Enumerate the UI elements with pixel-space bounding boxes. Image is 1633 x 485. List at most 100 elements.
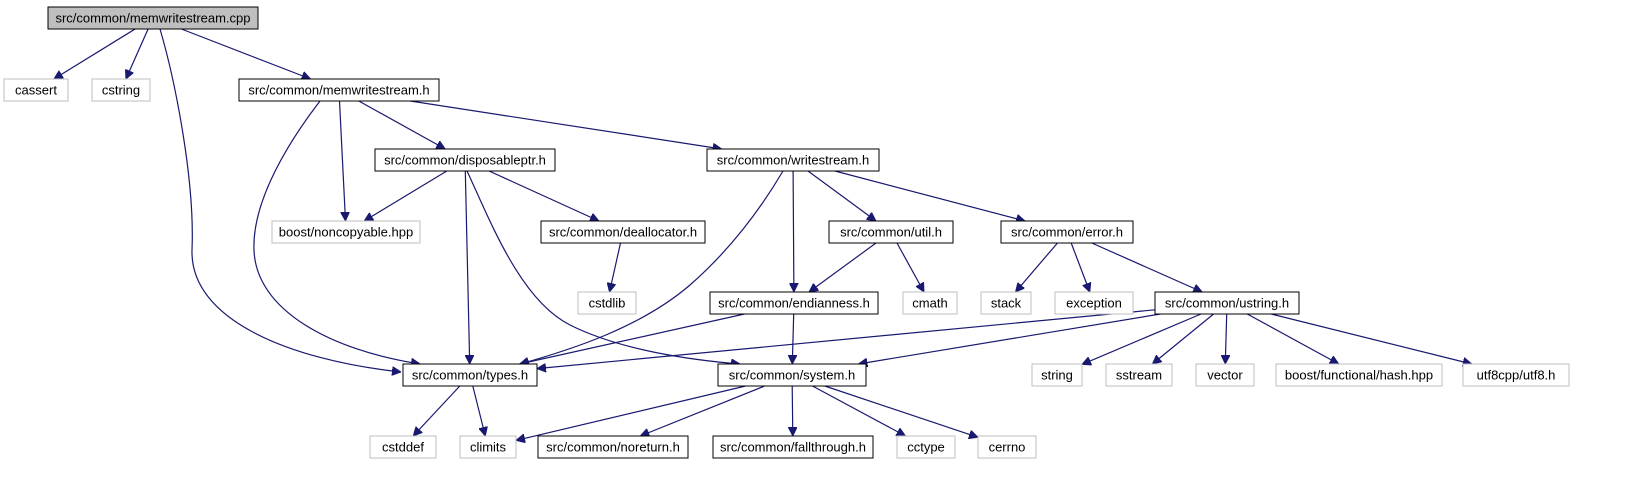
node-label: cerrno — [989, 440, 1026, 455]
edge-ustring_h-to-utf8_h — [1271, 313, 1472, 364]
edge-error_h-to-stack — [1016, 242, 1058, 292]
node-box — [374, 148, 556, 172]
node-box — [1462, 363, 1570, 387]
node-label: src/common/noreturn.h — [546, 440, 680, 455]
node-label: src/common/error.h — [1011, 225, 1123, 240]
node-cassert: cassert — [3, 78, 69, 102]
edge-memwritestream_cpp-to-memwritestream_h — [181, 28, 310, 79]
node-label: cmath — [912, 296, 947, 311]
edge-disposableptr_h-to-types_h — [464, 170, 469, 364]
edge-ustring_h-to-sstream — [1152, 313, 1214, 364]
node-label: src/common/endianness.h — [718, 296, 870, 311]
node-box — [980, 291, 1032, 315]
node-box — [1031, 363, 1083, 387]
edge-memwritestream_h-to-noncopyable — [338, 100, 346, 221]
node-string: string — [1031, 363, 1083, 387]
node-box — [1054, 291, 1134, 315]
edge-ustring_h-to-types_h — [537, 309, 1156, 369]
edge-endianness_h-to-types_h — [520, 313, 745, 364]
node-ustring-h[interactable]: src/common/ustring.h — [1154, 291, 1300, 315]
node-box — [1000, 220, 1134, 244]
node-label: cstring — [102, 83, 140, 98]
node-noreturn-h[interactable]: src/common/noreturn.h — [537, 435, 689, 459]
node-label: src/common/types.h — [412, 368, 528, 383]
edge-writestream_h-to-types_h — [520, 170, 784, 364]
node-label: cassert — [15, 83, 57, 98]
node-label: stack — [991, 296, 1022, 311]
edge-util_h-to-cmath — [896, 242, 925, 292]
node-deallocator-h[interactable]: src/common/deallocator.h — [540, 220, 706, 244]
node-label: vector — [1207, 368, 1243, 383]
node-memwritestream-cpp[interactable]: src/common/memwritestream.cpp — [47, 6, 259, 30]
node-label: exception — [1066, 296, 1122, 311]
node-system-h[interactable]: src/common/system.h — [717, 363, 867, 387]
node-exception: exception — [1054, 291, 1134, 315]
node-box — [540, 220, 706, 244]
node-cctype: cctype — [896, 435, 956, 459]
node-box — [577, 291, 637, 315]
node-box — [902, 291, 958, 315]
nodes: src/common/memwritestream.cpp cassert cstr… — [3, 6, 1570, 459]
node-sstream: sstream — [1105, 363, 1173, 387]
node-box — [238, 78, 440, 102]
node-label: cctype — [907, 440, 945, 455]
edge-system_h-to-cerrno — [824, 385, 978, 437]
edge-error_h-to-ustring_h — [1091, 242, 1202, 292]
edge-memwritestream_cpp-to-types_h — [159, 28, 401, 372]
node-box — [709, 291, 879, 315]
node-box — [369, 435, 437, 459]
edge-ustring_h-to-system_h — [859, 313, 1161, 364]
node-label: sstream — [1116, 368, 1162, 383]
node-types-h[interactable]: src/common/types.h — [402, 363, 538, 387]
edge-ustring_h-to-string — [1082, 313, 1202, 364]
node-label: src/common/disposableptr.h — [384, 153, 546, 168]
node-util-h[interactable]: src/common/util.h — [828, 220, 954, 244]
node-endianness-h[interactable]: src/common/endianness.h — [709, 291, 879, 315]
node-box — [828, 220, 954, 244]
node-vector: vector — [1195, 363, 1255, 387]
node-label: boost/functional/hash.hpp — [1285, 368, 1433, 383]
node-memwritestream-h[interactable]: src/common/memwritestream.h — [238, 78, 440, 102]
node-box — [402, 363, 538, 387]
node-cmath: cmath — [902, 291, 958, 315]
node-cerrno: cerrno — [977, 435, 1037, 459]
node-fallthrough-h[interactable]: src/common/fallthrough.h — [712, 435, 874, 459]
edge-system_h-to-climits — [516, 385, 746, 440]
edge-types_h-to-cstddef — [413, 385, 461, 436]
node-label: src/common/util.h — [840, 225, 942, 240]
edge-types_h-to-climits — [472, 385, 486, 436]
node-disposableptr-h[interactable]: src/common/disposableptr.h — [374, 148, 556, 172]
edge-memwritestream_h-to-writestream_h — [410, 100, 721, 149]
node-cstddef: cstddef — [369, 435, 437, 459]
node-box — [977, 435, 1037, 459]
edge-ustring_h-to-hash_hpp — [1246, 313, 1339, 365]
node-noncopyable: boost/noncopyable.hpp — [271, 220, 421, 244]
node-box — [1105, 363, 1173, 387]
node-climits: climits — [459, 435, 517, 459]
edge-error_h-to-exception — [1070, 242, 1090, 292]
edge-util_h-to-endianness_h — [809, 242, 877, 292]
edge-disposableptr_h-to-deallocator_h — [488, 170, 599, 221]
node-error-h[interactable]: src/common/error.h — [1000, 220, 1134, 244]
node-box — [271, 220, 421, 244]
edge-writestream_h-to-endianness_h — [793, 170, 794, 292]
node-box — [1154, 291, 1300, 315]
node-writestream-h[interactable]: src/common/writestream.h — [706, 148, 880, 172]
node-box — [3, 78, 69, 102]
node-box — [717, 363, 867, 387]
node-label: src/common/system.h — [729, 368, 855, 383]
node-label: src/common/writestream.h — [717, 153, 869, 168]
node-box — [896, 435, 956, 459]
node-label: src/common/memwritestream.cpp — [55, 11, 250, 26]
edge-endianness_h-to-system_h — [792, 313, 793, 364]
node-box — [91, 78, 151, 102]
node-label: climits — [470, 440, 507, 455]
node-label: utf8cpp/utf8.h — [1477, 368, 1556, 383]
node-box — [712, 435, 874, 459]
node-hash-hpp: boost/functional/hash.hpp — [1275, 363, 1443, 387]
edge-system_h-to-noreturn_h — [640, 385, 765, 436]
node-label: cstddef — [382, 440, 424, 455]
node-stack: stack — [980, 291, 1032, 315]
edge-system_h-to-fallthrough_h — [792, 385, 793, 436]
node-label: src/common/ustring.h — [1165, 296, 1289, 311]
